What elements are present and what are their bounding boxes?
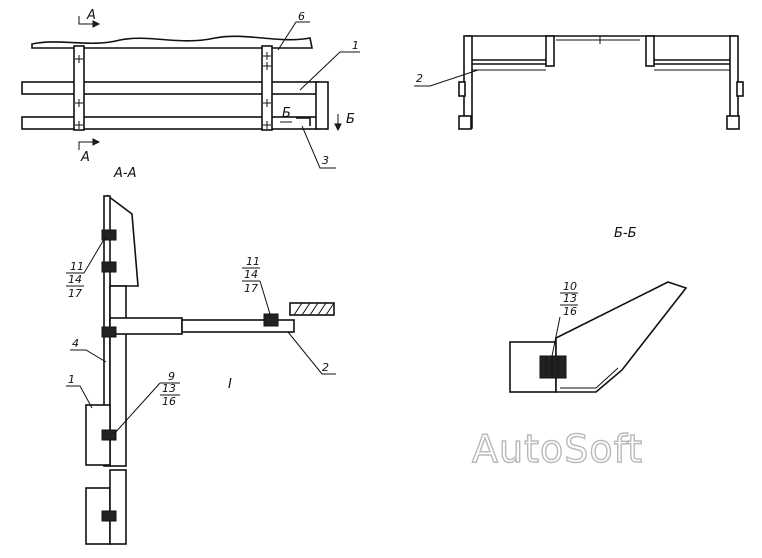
bolt-upper-2 xyxy=(101,261,117,273)
section-mark-a-bottom: А xyxy=(80,150,90,165)
stack-bb-0: 10 xyxy=(563,280,577,293)
bolt-arm-outer xyxy=(263,313,279,327)
stack-upper-1: 14 xyxy=(68,273,82,286)
leader-1-left xyxy=(66,385,93,409)
strap-left xyxy=(73,45,85,131)
callout-1-left: 1 xyxy=(68,373,75,386)
rail-upper xyxy=(21,81,319,95)
bolt-bb-threads xyxy=(545,356,559,378)
section-line-a-bottom xyxy=(78,141,93,150)
front-clip-right-upper xyxy=(736,81,744,97)
stack-upper-2: 17 xyxy=(68,287,82,300)
bolt-lower-2 xyxy=(101,510,117,522)
bolt-bb xyxy=(539,355,567,379)
front-clip-left-lower xyxy=(458,115,472,130)
callout-3: 3 xyxy=(322,154,329,167)
section-arrow-a-top xyxy=(92,20,101,28)
callout-stack-lower: 9 13 16 xyxy=(113,370,180,435)
watermark-text: AutoSoft xyxy=(472,427,643,471)
bracket-3 xyxy=(296,117,311,126)
callout-2-front: 2 xyxy=(416,72,423,85)
section-mark-a-top: А xyxy=(86,8,96,23)
leader-6 xyxy=(277,21,310,51)
leader-1-top xyxy=(299,51,360,91)
stack-upper-0: 11 xyxy=(70,260,84,273)
callout-1-top: 1 xyxy=(352,39,359,52)
detail-mark-i: I xyxy=(228,377,232,392)
section-mark-b-left: Б xyxy=(282,106,291,121)
section-mark-b-right: Б xyxy=(346,112,355,127)
floor-hatch-lines xyxy=(293,302,335,316)
bolt-lower-1 xyxy=(101,429,117,441)
rail-end-post xyxy=(315,81,329,130)
gusset-bb xyxy=(555,281,688,393)
section-arrow-b xyxy=(334,123,342,132)
front-hanger-left xyxy=(545,35,555,67)
stack-upper-leader xyxy=(66,235,107,287)
bolt-marks xyxy=(75,52,271,129)
vertical-plate-lower xyxy=(109,469,127,545)
section-aa-view: А-А 11 14 17 xyxy=(66,166,336,545)
front-clip-left-upper xyxy=(458,81,466,97)
stack-mid-0: 11 xyxy=(246,255,260,268)
rail-lower xyxy=(21,116,319,130)
bolts-aa xyxy=(101,229,279,522)
floor-break-line xyxy=(31,35,313,49)
stack-mid-leader xyxy=(242,267,271,315)
stack-lower-2: 16 xyxy=(162,395,176,408)
front-view: 2 xyxy=(414,35,744,130)
leader-2-front xyxy=(414,69,479,87)
stack-bb-leader xyxy=(551,292,578,357)
section-bb-title: Б-Б xyxy=(614,226,637,241)
arm-inner xyxy=(109,317,183,335)
front-clip-right-lower xyxy=(726,115,740,130)
callout-4: 4 xyxy=(72,337,79,350)
bolt-upper-1 xyxy=(101,229,117,241)
stack-mid-2: 17 xyxy=(244,282,258,295)
stack-mid-1: 14 xyxy=(244,268,258,281)
callout-2-left: 2 xyxy=(322,361,329,374)
callout-6: 6 xyxy=(298,10,305,23)
stack-bb-2: 16 xyxy=(563,305,577,318)
stack-lower-1: 13 xyxy=(162,382,176,395)
stack-lower-leader xyxy=(113,382,180,435)
floor-hatch xyxy=(289,302,335,316)
stack-lower-0: 9 xyxy=(168,370,175,383)
section-bb-view: Б-Б 10 13 16 xyxy=(509,226,688,393)
leader-2-left xyxy=(287,331,336,375)
section-arrow-a-bottom xyxy=(92,138,101,146)
plan-view: А А Б Б 6 1 3 xyxy=(21,8,360,169)
leader-4 xyxy=(70,349,107,363)
leader-3 xyxy=(301,125,336,169)
callout-stack-mid: 11 14 17 xyxy=(242,255,271,315)
strap-right xyxy=(261,45,273,131)
bolt-arm xyxy=(101,326,117,338)
gusset-bb-inner xyxy=(560,367,619,389)
section-line-a-top xyxy=(78,16,93,25)
stack-bb-1: 13 xyxy=(563,292,577,305)
callout-stack-upper: 11 14 17 xyxy=(66,235,107,300)
section-aa-title: А-А xyxy=(113,166,136,181)
front-hanger-right xyxy=(645,35,655,67)
